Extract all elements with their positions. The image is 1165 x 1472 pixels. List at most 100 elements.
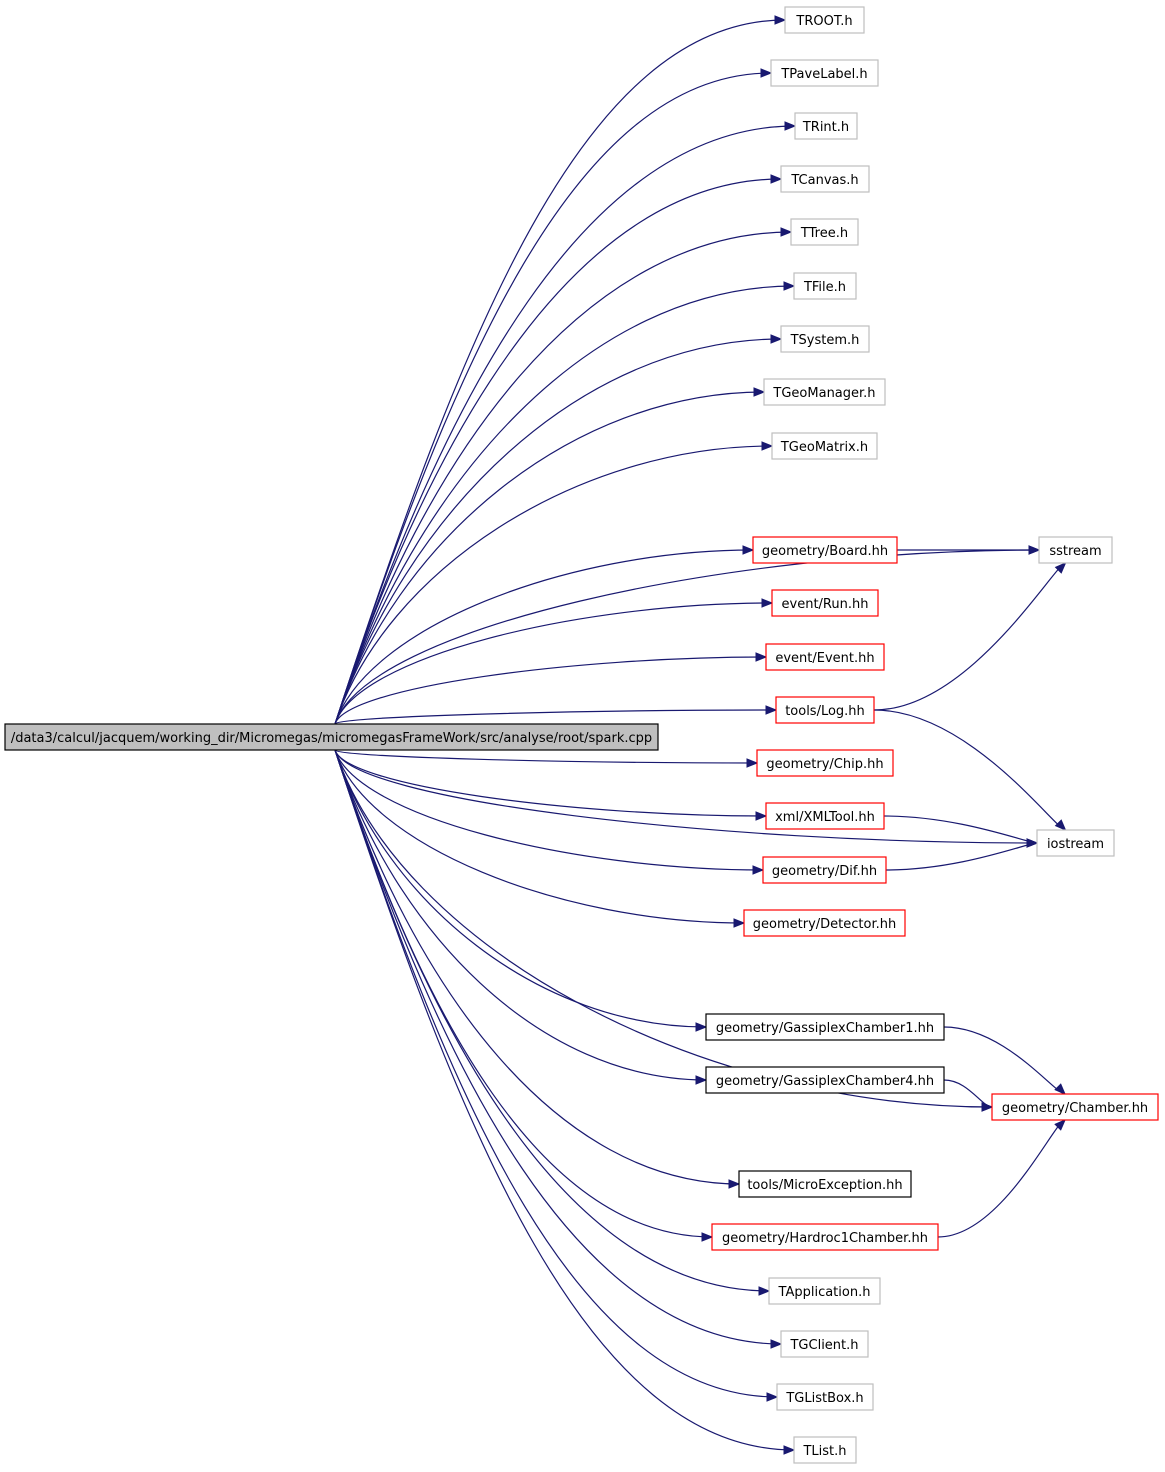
edge-arrowhead bbox=[765, 705, 778, 715]
edge-root-to-tgeomatrix bbox=[334, 441, 774, 725]
edge-line bbox=[334, 709, 777, 725]
edge-arrowhead bbox=[784, 121, 797, 131]
node-ttree[interactable]: TTree.h bbox=[790, 218, 859, 246]
edge-line bbox=[334, 602, 773, 725]
node-label: iostream bbox=[1047, 837, 1104, 852]
edge-root-to-tgclient bbox=[334, 749, 783, 1349]
node-box bbox=[756, 749, 894, 777]
node-chip[interactable]: geometry/Chip.hh bbox=[756, 749, 894, 777]
node-box bbox=[711, 1223, 939, 1251]
node-xmltool[interactable]: xml/XMLTool.hh bbox=[765, 802, 885, 830]
node-tcanvas[interactable]: TCanvas.h bbox=[780, 165, 870, 193]
node-tgeomatrix[interactable]: TGeoMatrix.h bbox=[771, 432, 878, 460]
node-tsystem[interactable]: TSystem.h bbox=[780, 325, 870, 353]
node-log[interactable]: tools/Log.hh bbox=[775, 696, 875, 724]
node-box bbox=[793, 1436, 857, 1464]
node-box bbox=[794, 112, 858, 140]
edge-arrowhead bbox=[755, 652, 768, 662]
node-box bbox=[743, 909, 906, 937]
edge-arrowhead bbox=[746, 758, 759, 768]
node-box bbox=[765, 643, 885, 671]
node-label: event/Run.hh bbox=[782, 597, 869, 612]
node-dif[interactable]: geometry/Dif.hh bbox=[762, 856, 887, 884]
node-tpavelabel[interactable]: TPaveLabel.h bbox=[770, 59, 879, 87]
edge-root-to-sstream bbox=[334, 545, 1041, 725]
edge-arrowhead bbox=[770, 334, 783, 344]
edge-line bbox=[334, 749, 770, 1292]
edge-root-to-tfile bbox=[334, 281, 796, 725]
node-label: geometry/Chamber.hh bbox=[1002, 1101, 1148, 1116]
edge-arrowhead bbox=[1028, 545, 1041, 555]
node-gassiplex4[interactable]: geometry/GassiplexChamber4.hh bbox=[705, 1066, 945, 1094]
edge-root-to-xmltool bbox=[334, 749, 768, 821]
edge-line bbox=[885, 842, 1038, 871]
edge-root-to-tsystem bbox=[334, 334, 783, 725]
node-label: TROOT.h bbox=[795, 14, 852, 29]
edge-line bbox=[334, 749, 767, 817]
edge-line bbox=[334, 338, 782, 725]
node-box bbox=[775, 696, 875, 724]
edge-arrowhead bbox=[758, 1286, 771, 1296]
node-tfile[interactable]: TFile.h bbox=[793, 272, 857, 300]
edge-arrowhead bbox=[755, 811, 768, 821]
node-box bbox=[763, 378, 886, 406]
node-hardroc1[interactable]: geometry/Hardroc1Chamber.hh bbox=[711, 1223, 939, 1251]
edge-root-to-tgeomanager bbox=[334, 387, 766, 725]
edge-arrowhead bbox=[766, 1392, 779, 1402]
node-iostream[interactable]: iostream bbox=[1036, 829, 1115, 857]
edges-layer bbox=[334, 15, 1067, 1455]
node-label: TGClient.h bbox=[789, 1338, 858, 1353]
node-board[interactable]: geometry/Board.hh bbox=[752, 536, 898, 564]
node-chamber[interactable]: geometry/Chamber.hh bbox=[991, 1093, 1159, 1121]
edge-line bbox=[334, 125, 796, 725]
node-tglistbox[interactable]: TGListBox.h bbox=[776, 1383, 874, 1411]
node-troot[interactable]: TROOT.h bbox=[784, 6, 865, 34]
edge-arrowhead bbox=[742, 545, 755, 555]
node-tapplication[interactable]: TApplication.h bbox=[768, 1277, 881, 1305]
node-box bbox=[1038, 536, 1113, 564]
edge-line bbox=[334, 749, 764, 871]
edge-arrowhead bbox=[760, 68, 773, 78]
node-sstream[interactable]: sstream bbox=[1038, 536, 1113, 564]
node-gassiplex1[interactable]: geometry/GassiplexChamber1.hh bbox=[705, 1013, 945, 1041]
edge-arrowhead bbox=[1026, 838, 1039, 848]
node-box bbox=[765, 802, 885, 830]
node-box bbox=[793, 272, 857, 300]
node-trint[interactable]: TRint.h bbox=[794, 112, 858, 140]
edge-line bbox=[873, 709, 1066, 831]
edge-line bbox=[334, 749, 1038, 844]
node-box bbox=[771, 589, 879, 617]
edge-arrowhead bbox=[780, 227, 793, 237]
node-microexception[interactable]: tools/MicroException.hh bbox=[738, 1170, 912, 1198]
edge-line bbox=[334, 19, 786, 725]
node-tlist[interactable]: TList.h bbox=[793, 1436, 857, 1464]
node-label: TFile.h bbox=[803, 280, 846, 295]
node-box bbox=[780, 165, 870, 193]
node-tgeomanager[interactable]: TGeoManager.h bbox=[763, 378, 886, 406]
edge-arrowhead bbox=[1054, 1119, 1066, 1131]
node-box bbox=[776, 1383, 874, 1411]
edge-arrowhead bbox=[1054, 819, 1067, 831]
edge-log-to-iostream bbox=[873, 709, 1067, 831]
node-label: TApplication.h bbox=[778, 1285, 871, 1300]
edge-line bbox=[334, 749, 740, 1185]
node-label: xml/XMLTool.hh bbox=[775, 810, 875, 825]
node-run[interactable]: event/Run.hh bbox=[771, 589, 879, 617]
edge-root-to-hardroc1 bbox=[334, 749, 714, 1242]
edge-root-to-gassiplex1 bbox=[334, 749, 708, 1032]
node-tgclient[interactable]: TGClient.h bbox=[780, 1330, 869, 1358]
node-box bbox=[780, 325, 870, 353]
edge-line bbox=[334, 749, 782, 1345]
edge-root-to-troot bbox=[334, 15, 787, 725]
node-label: tools/MicroException.hh bbox=[747, 1178, 902, 1193]
edge-arrowhead bbox=[695, 1022, 708, 1032]
node-event[interactable]: event/Event.hh bbox=[765, 643, 885, 671]
edge-line bbox=[334, 749, 778, 1398]
edge-line bbox=[334, 656, 767, 725]
node-detector[interactable]: geometry/Detector.hh bbox=[743, 909, 906, 937]
node-label: TGeoManager.h bbox=[772, 386, 875, 401]
root-node[interactable]: /data3/calcul/jacquem/working_dir/Microm… bbox=[4, 723, 659, 751]
node-label: TList.h bbox=[802, 1444, 846, 1459]
edge-arrowhead bbox=[733, 918, 746, 928]
edge-line bbox=[334, 749, 758, 764]
